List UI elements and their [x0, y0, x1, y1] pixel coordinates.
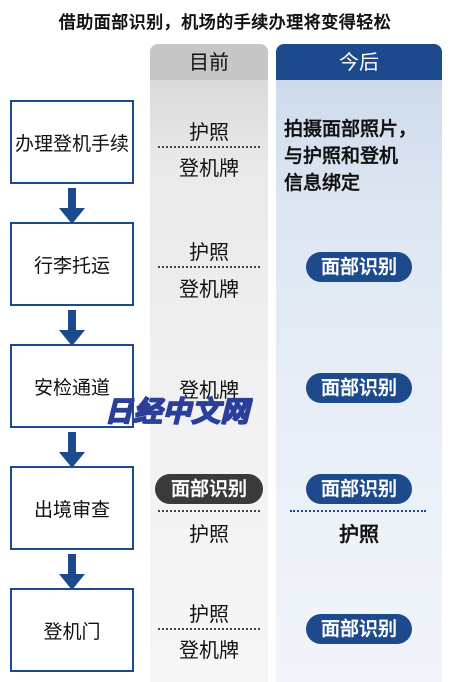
future-security-face-recognition-badge: 面部识别	[306, 373, 412, 403]
step-security: 安检通道	[10, 344, 134, 428]
watermark-logo: 日经中文网	[104, 394, 250, 429]
description-line: 拍摄面部照片，	[284, 118, 418, 140]
current-checkin-item: 护照	[189, 120, 229, 144]
current-security-item: 登机牌	[179, 378, 239, 402]
future-baggage-face-recognition-badge: 面部识别	[306, 252, 412, 282]
future-immigration-face-recognition-badge: 面部识别	[306, 474, 412, 504]
future-column-header: 今后	[276, 44, 442, 80]
current-gate-item: 护照	[189, 602, 229, 626]
current-immigration-face-recognition-badge: 面部识别	[155, 474, 263, 504]
description-line: 信息绑定	[284, 172, 361, 194]
divider	[158, 628, 260, 630]
current-immigration-item: 护照	[189, 522, 229, 546]
step-immigration: 出境审查	[10, 466, 134, 550]
current-baggage-item: 登机牌	[179, 277, 239, 301]
arrow-down-icon	[59, 432, 85, 470]
current-baggage-item: 护照	[189, 240, 229, 264]
description-line: 与护照和登机	[284, 145, 399, 167]
future-checkin-description: 拍摄面部照片， 与护照和登机 信息绑定	[276, 116, 442, 197]
arrow-down-icon	[59, 554, 85, 592]
current-gate-item: 登机牌	[179, 638, 239, 662]
divider	[158, 146, 260, 148]
step-checkin: 办理登机手续	[10, 100, 134, 184]
diagram-title: 借助面部识别，机场的手续办理将变得轻松	[58, 13, 392, 33]
current-checkin-item: 登机牌	[179, 156, 239, 180]
step-gate: 登机门	[10, 588, 134, 672]
current-column-header: 目前	[150, 44, 268, 80]
divider	[158, 266, 260, 268]
divider	[290, 510, 426, 512]
step-baggage: 行李托运	[10, 222, 134, 306]
future-gate-face-recognition-badge: 面部识别	[306, 614, 412, 644]
divider	[158, 510, 260, 512]
arrow-down-icon	[59, 188, 85, 226]
arrow-down-icon	[59, 310, 85, 348]
future-immigration-item: 护照	[339, 522, 379, 546]
future-column-bg	[276, 44, 442, 682]
current-column-bg	[150, 44, 268, 682]
